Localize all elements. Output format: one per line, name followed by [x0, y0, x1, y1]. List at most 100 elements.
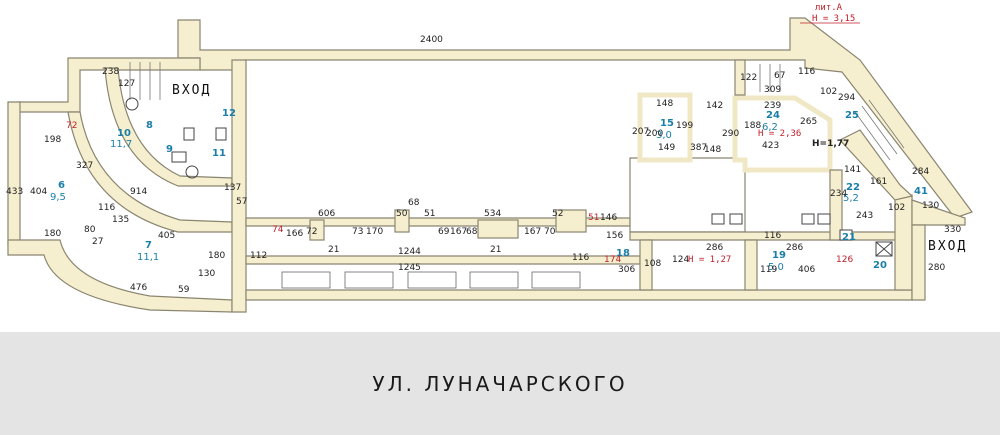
room-number: 21: [842, 232, 856, 243]
dimension-text: 130: [922, 201, 939, 211]
dimension-text: 102: [888, 203, 905, 213]
dimension-text: 1245: [398, 263, 421, 273]
dimension-text: 116: [798, 67, 815, 77]
dimension-text: 141: [844, 165, 861, 175]
room-area: 5,0: [768, 262, 784, 273]
dimension-text: 27: [92, 237, 103, 247]
room-number: 18: [616, 248, 630, 259]
dimension-text: 406: [798, 265, 815, 275]
entrance-right-label: ВХОД: [928, 239, 967, 254]
dimension-text: 914: [130, 187, 147, 197]
height-mark-3: Н=1,77: [812, 139, 849, 149]
dimension-text: 21: [490, 245, 501, 255]
dimension-text: 149: [658, 143, 675, 153]
dimension-text: 137: [224, 183, 241, 193]
dimension-text: 142: [706, 101, 723, 111]
entrance-top-label: ВХОД: [172, 83, 211, 98]
dimension-text: 238: [102, 67, 119, 77]
dimension-text: 124: [672, 255, 689, 265]
floor-plan: ВХОД ВХОД лит.А Н = 3,15 Н = 2,36 Н = 1,…: [6, 3, 973, 313]
dimension-text: 119: [760, 265, 777, 275]
stairs: [129, 62, 905, 289]
dimension-labels: 2400 238 127 72 198 404 433 327 914 116 …: [6, 35, 961, 295]
dimension-text: 309: [764, 85, 781, 95]
dimension-text: 59: [178, 285, 190, 295]
dimension-text: 57: [236, 197, 247, 207]
dimension-text: 234: [830, 189, 847, 199]
dimension-text: 180: [44, 229, 61, 239]
room-number: 9: [166, 144, 173, 155]
room-number: 24: [766, 110, 780, 121]
dimension-text: 188: [744, 121, 761, 131]
dimension-text: 116: [98, 203, 115, 213]
room-area: 9,5: [50, 192, 66, 203]
dimension-text: 534: [484, 209, 501, 219]
room-number: 7: [145, 240, 152, 251]
dimension-text: 80: [84, 225, 96, 235]
room-area: 5,2: [843, 193, 859, 204]
dimension-text: 476: [130, 283, 147, 293]
room-area: 6,2: [762, 122, 778, 133]
dimension-text: 200: [646, 129, 663, 139]
room-area: 11,7: [110, 139, 132, 150]
dimension-text: 52: [552, 209, 563, 219]
dimension-text: 243: [856, 211, 873, 221]
dimension-text: 148: [656, 99, 673, 109]
dimension-text: 239: [764, 101, 781, 111]
dimension-text: 68: [466, 227, 478, 237]
dimension-text: 116: [572, 253, 589, 263]
dimension-text: 327: [76, 161, 93, 171]
dimension-text: 199: [676, 121, 693, 131]
dimension-text: 70: [544, 227, 556, 237]
dimension-text: 135: [112, 215, 129, 225]
dimension-text: 167: [524, 227, 541, 237]
room-number: 25: [845, 110, 859, 121]
dimension-text: 161: [870, 177, 887, 187]
dimension-text: 174: [604, 255, 621, 265]
dimension-text: 51: [424, 209, 435, 219]
dimension-text: 130: [198, 269, 215, 279]
litera-label: лит.А: [815, 3, 843, 13]
dimension-text: 433: [6, 187, 23, 197]
dimension-text: 606: [318, 209, 335, 219]
dimension-text: 72: [66, 121, 77, 131]
room-area: 11,1: [137, 252, 159, 263]
dimension-text: 423: [762, 141, 779, 151]
dimension-text: 74: [272, 225, 284, 235]
height-mark-1: Н = 2,36: [758, 129, 801, 139]
room-number: 8: [146, 120, 153, 131]
dimension-text: 166: [286, 229, 303, 239]
room-number: 19: [772, 250, 786, 261]
dimension-text: 68: [408, 198, 420, 208]
outer-walls: [7, 17, 973, 313]
dimension-text: 126: [836, 255, 853, 265]
dimension-text: 265: [800, 117, 817, 127]
dimension-text: 405: [158, 231, 175, 241]
room-number: 41: [914, 186, 928, 197]
dimension-text: 122: [740, 73, 757, 83]
room-number: 6: [58, 180, 65, 191]
dimension-text: 50: [396, 209, 408, 219]
height-mark-2: Н = 1,27: [688, 255, 731, 265]
dimension-text: 102: [820, 87, 837, 97]
dimension-text: 404: [30, 187, 47, 197]
street-name: УЛ. ЛУНАЧАРСКОГО: [372, 371, 628, 396]
dimension-text: 127: [118, 79, 135, 89]
dimension-text: 146: [600, 213, 617, 223]
dimension-text: 280: [928, 263, 945, 273]
dimension-text: 2400: [420, 35, 443, 45]
dimension-text: 1244: [398, 247, 421, 257]
room-number: 22: [846, 182, 860, 193]
dimension-text: 108: [644, 259, 661, 269]
dimension-text: 286: [786, 243, 803, 253]
room-number: 15: [660, 118, 674, 129]
dimension-text: 73: [352, 227, 363, 237]
dimension-text: 290: [722, 129, 739, 139]
dimension-text: 198: [44, 135, 61, 145]
dimension-text: 306: [618, 265, 635, 275]
dimension-text: 21: [328, 245, 339, 255]
street-name-banner: УЛ. ЛУНАЧАРСКОГО: [0, 332, 1000, 435]
room-number: 11: [212, 148, 226, 159]
fixtures: [125, 97, 893, 257]
dimension-text: 180: [208, 251, 225, 261]
